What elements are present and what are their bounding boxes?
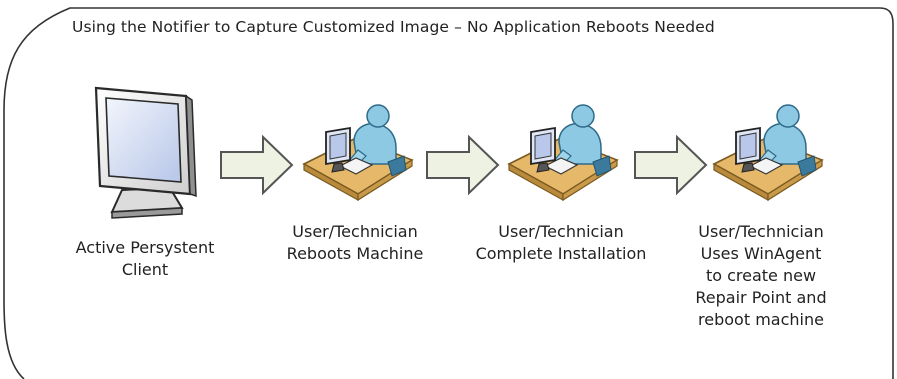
label-line: User/Technician <box>498 222 624 241</box>
label-line: reboot machine <box>698 310 824 329</box>
flow-arrow-2 <box>426 134 500 196</box>
label-line: Complete Installation <box>475 244 647 263</box>
technician-workstation-icon <box>302 104 414 202</box>
label-line: Repair Point and <box>695 288 827 307</box>
label-line: User/Technician <box>698 222 824 241</box>
technician-workstation-icon <box>712 104 824 202</box>
flow-arrow-3 <box>634 134 708 196</box>
step-label-active-client: Active Persystent Client <box>52 237 238 281</box>
label-line: Active Persystent <box>75 238 215 257</box>
step-label-create-repair-point: User/Technician Uses WinAgent to create … <box>668 221 854 331</box>
label-line: to create new <box>705 266 817 285</box>
technician-workstation-icon <box>507 104 619 202</box>
step-label-complete-installation: User/Technician Complete Installation <box>458 221 664 265</box>
step-label-reboots-machine: User/Technician Reboots Machine <box>262 221 448 265</box>
label-line: Client <box>121 260 169 279</box>
label-line: Reboots Machine <box>286 244 424 263</box>
flow-arrow-1 <box>220 134 294 196</box>
label-line: User/Technician <box>292 222 418 241</box>
label-line: Uses WinAgent <box>700 244 822 263</box>
client-monitor-icon <box>94 86 197 219</box>
diagram-title: Using the Notifier to Capture Customized… <box>72 18 715 36</box>
